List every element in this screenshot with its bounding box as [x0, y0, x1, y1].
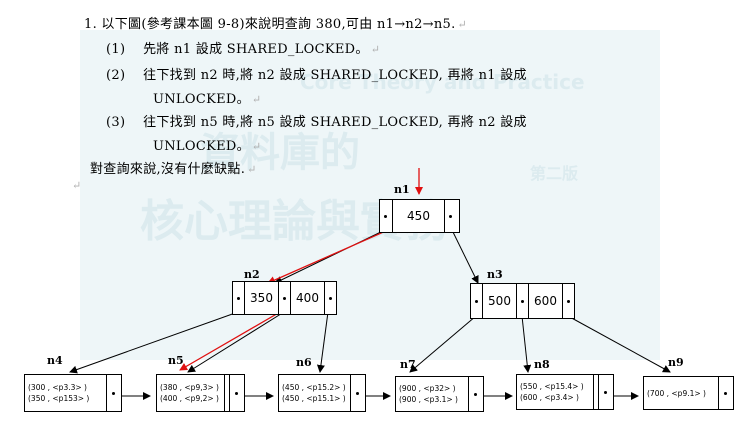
- node-key: 500: [488, 294, 511, 308]
- leaf-record: (380 , <p9,3> ): [160, 383, 219, 392]
- leaf-record: (900 , <p32> ): [399, 384, 456, 393]
- step-3-cont: UNLOCKED。↵: [153, 139, 262, 154]
- leaf-n5: (380 , <p9,3> ) (400 , <p9,2> ): [156, 374, 245, 412]
- next-pointer: [106, 375, 121, 411]
- label-n8: n8: [534, 358, 550, 371]
- conclusion: 對查詢來說,沒有什麼缺點.↵: [90, 162, 257, 177]
- next-pointer: [718, 377, 733, 409]
- label-n5: n5: [168, 354, 184, 367]
- edge-n2-n6: [316, 311, 329, 373]
- label-n9: n9: [668, 356, 684, 369]
- pointer-slot: [471, 284, 483, 318]
- leaf-n4: (300 , <p3.3> ) (350 , <p153> ): [24, 374, 122, 412]
- label-n3: n3: [487, 268, 503, 281]
- node-key: 450: [407, 209, 430, 223]
- leaf-n7: (900 , <p32> ) (900 , <p3.1> ): [395, 376, 484, 412]
- search-path-n2-n5: [179, 311, 281, 371]
- step-1: (1) 先將 n1 設成 SHARED_LOCKED。↵: [106, 42, 381, 57]
- edge-n3-n9: [567, 315, 671, 373]
- label-n7: n7: [400, 358, 416, 371]
- step-2-cont: UNLOCKED。↵: [153, 92, 262, 107]
- leaf-record: (900 , <p3.1> ): [399, 395, 458, 404]
- watermark-edition: 第二版: [530, 164, 579, 183]
- leaf-record: (350 , <p153> ): [28, 394, 90, 403]
- leaf-record: (400 , <p9,2> ): [160, 394, 219, 403]
- leaf-record: (300 , <p3.3> ): [28, 383, 87, 392]
- label-n6: n6: [296, 356, 312, 369]
- watermark-title-top: 資料庫的: [200, 130, 360, 176]
- node-key: 600: [534, 294, 557, 308]
- search-path-n1-n2: [267, 229, 389, 284]
- label-n1: n1: [394, 183, 410, 196]
- edge-n2-n5: [187, 311, 285, 373]
- heading-line: 1. 以下圖(參考課本圖 9-8)來說明查詢 380,可由 n1→n2→n5.↵: [84, 17, 468, 32]
- watermark-subtitle: Core Theory and Practice: [300, 70, 585, 94]
- pointer-slot: [278, 282, 291, 314]
- pointer-slot: [562, 284, 574, 318]
- leaf-n9: (700 , <p9.1> ): [643, 376, 734, 410]
- edge-n3-n7: [409, 315, 477, 373]
- empty-paragraph-mark: ↵: [72, 179, 82, 192]
- leaf-record: (450 , <p15.2> ): [282, 383, 346, 392]
- node-n3: 500 600: [470, 283, 575, 319]
- pointer-slot: [324, 282, 336, 314]
- leaf-record: (600 , <p3.4> ): [520, 393, 579, 402]
- step-2: (2) 往下找到 n2 時,將 n2 設成 SHARED_LOCKED, 再將 …: [106, 68, 527, 83]
- label-n2: n2: [244, 268, 260, 281]
- next-pointer: [350, 375, 365, 411]
- edge-n1-n3: [451, 229, 479, 284]
- node-key: 350: [250, 291, 273, 305]
- leaf-record: (700 , <p9.1> ): [647, 388, 706, 398]
- edge-n3-n8: [521, 315, 532, 373]
- empty-slot: [224, 375, 229, 411]
- next-pointer: [229, 375, 244, 411]
- pointer-slot: [380, 200, 393, 232]
- leaf-n6: (450 , <p15.2> ) (450 , <p15.1> ): [278, 374, 366, 412]
- edge-n2-n4: [69, 311, 239, 374]
- leaf-n8: (550 , <p15.4> ) (600 , <p3.4> ): [516, 374, 614, 410]
- next-pointer: [468, 377, 483, 411]
- label-n4: n4: [47, 354, 63, 367]
- pointer-slot: [233, 282, 245, 314]
- node-n1: 450: [379, 199, 460, 233]
- leaf-record: (450 , <p15.1> ): [282, 394, 346, 403]
- node-n2: 350 400: [232, 281, 337, 315]
- step-3: (3) 往下找到 n5 時,將 n5 設成 SHARED_LOCKED, 再將 …: [106, 115, 527, 130]
- pointer-slot: [444, 200, 457, 232]
- next-pointer: [598, 375, 613, 409]
- pointer-slot: [516, 284, 529, 318]
- leaf-record: (550 , <p15.4> ): [520, 382, 584, 391]
- empty-slot: [593, 375, 598, 409]
- node-key: 400: [296, 291, 319, 305]
